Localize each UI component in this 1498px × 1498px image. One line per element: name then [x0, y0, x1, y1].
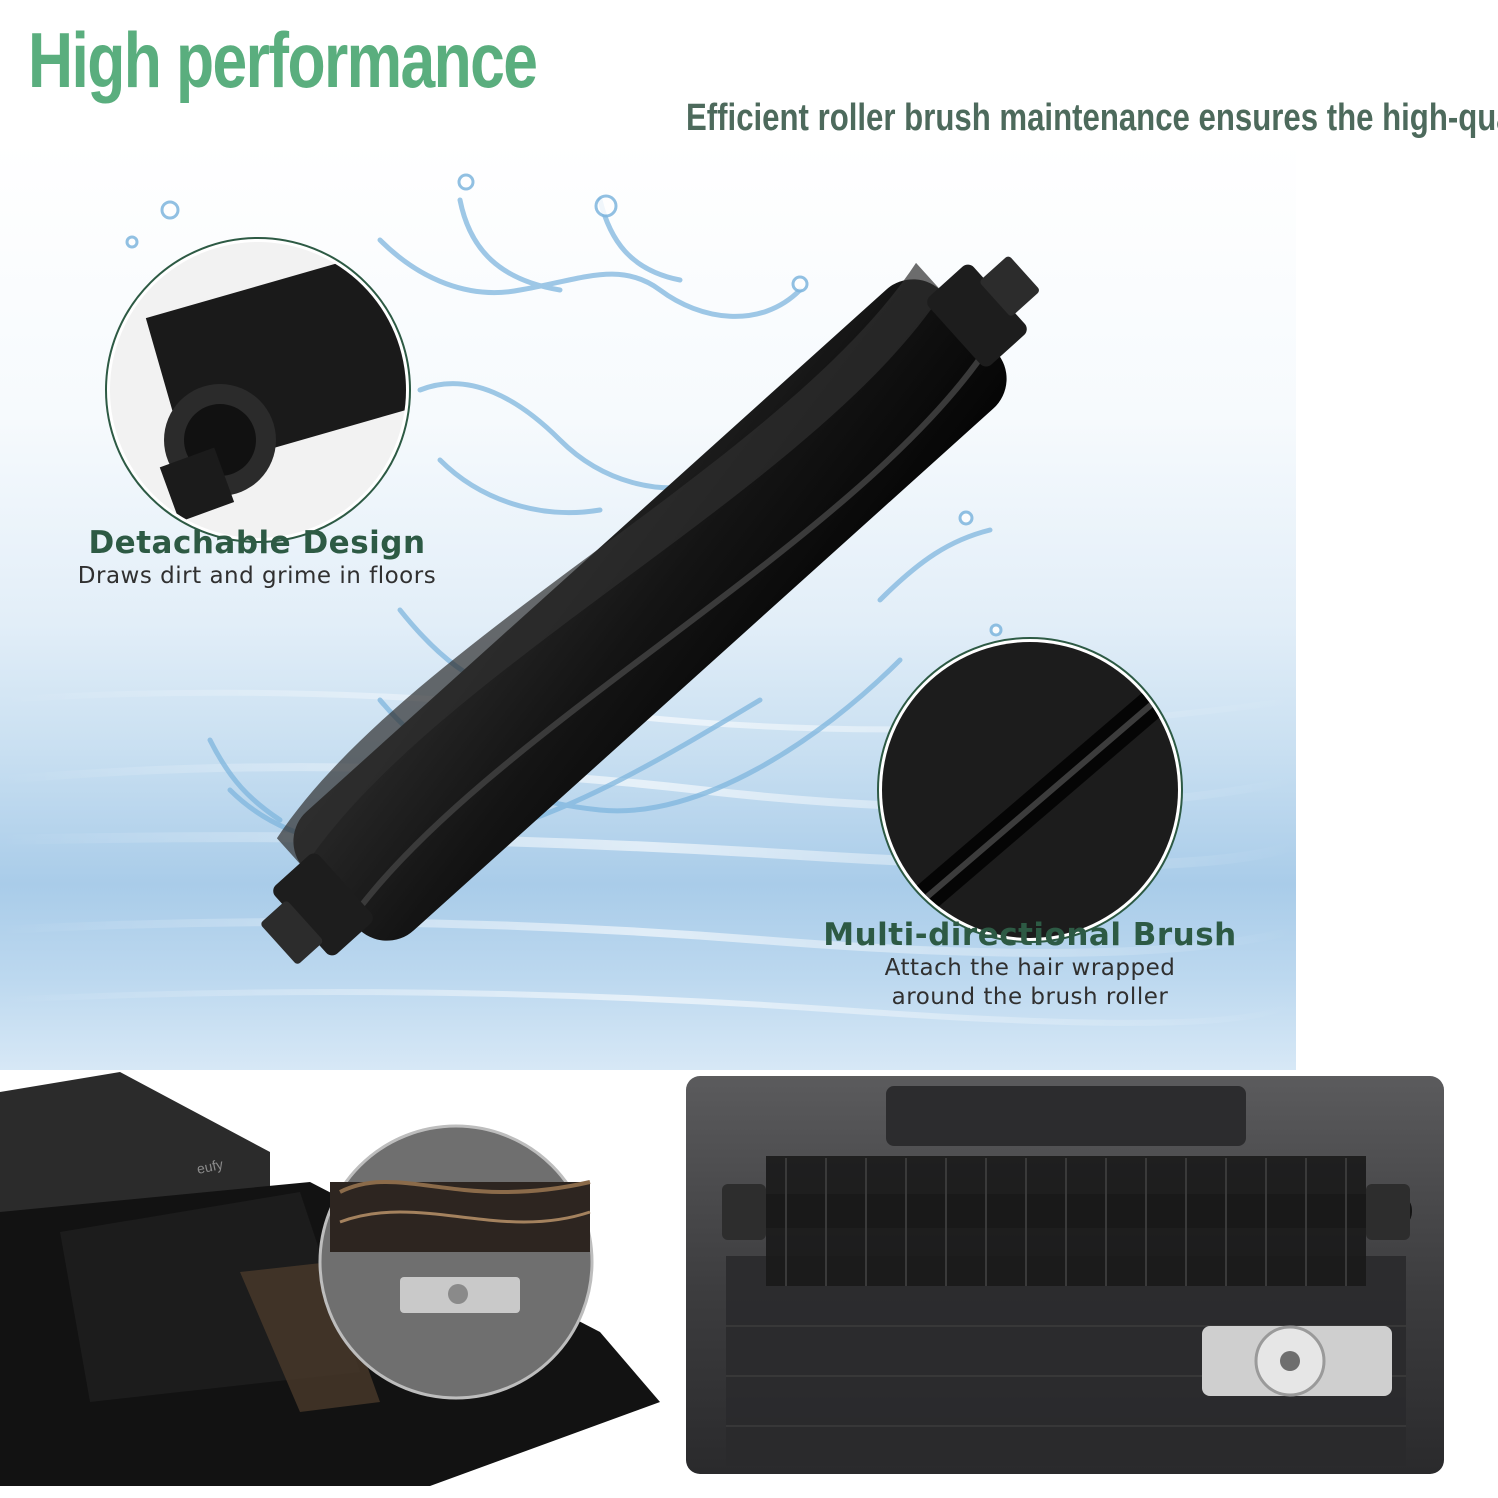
headline: High performance	[28, 16, 538, 104]
feature-multi-directional-title: Multi-directional Brush	[823, 917, 1237, 953]
feature-multi-directional-description-line-1: Attach the hair wrapped	[884, 955, 1176, 981]
hero-illustration	[0, 173, 1296, 1026]
feature-detachable-description: Draws dirt and grime in floors	[77, 563, 437, 589]
feature-detachable: Detachable Design Draws dirt and grime i…	[30, 524, 484, 591]
roller-brush	[261, 256, 1039, 964]
hero-panel	[0, 140, 1296, 1070]
detail-circle-detachable	[105, 237, 411, 543]
brand-mark: eufy	[195, 1156, 224, 1177]
detail-circle-multi-directional	[877, 637, 1183, 943]
photo-robot-vacuum-underside: eufy	[0, 1072, 676, 1486]
feature-detachable-title: Detachable Design	[88, 525, 426, 561]
feature-multi-directional: Multi-directional Brush Attach the hair …	[780, 916, 1280, 1012]
feature-multi-directional-description-line-2: around the brush roller	[891, 984, 1169, 1010]
photo-brush-installed	[686, 1076, 1444, 1474]
subheadline-line-1: Efficient roller brush maintenance ensur…	[686, 97, 1498, 139]
